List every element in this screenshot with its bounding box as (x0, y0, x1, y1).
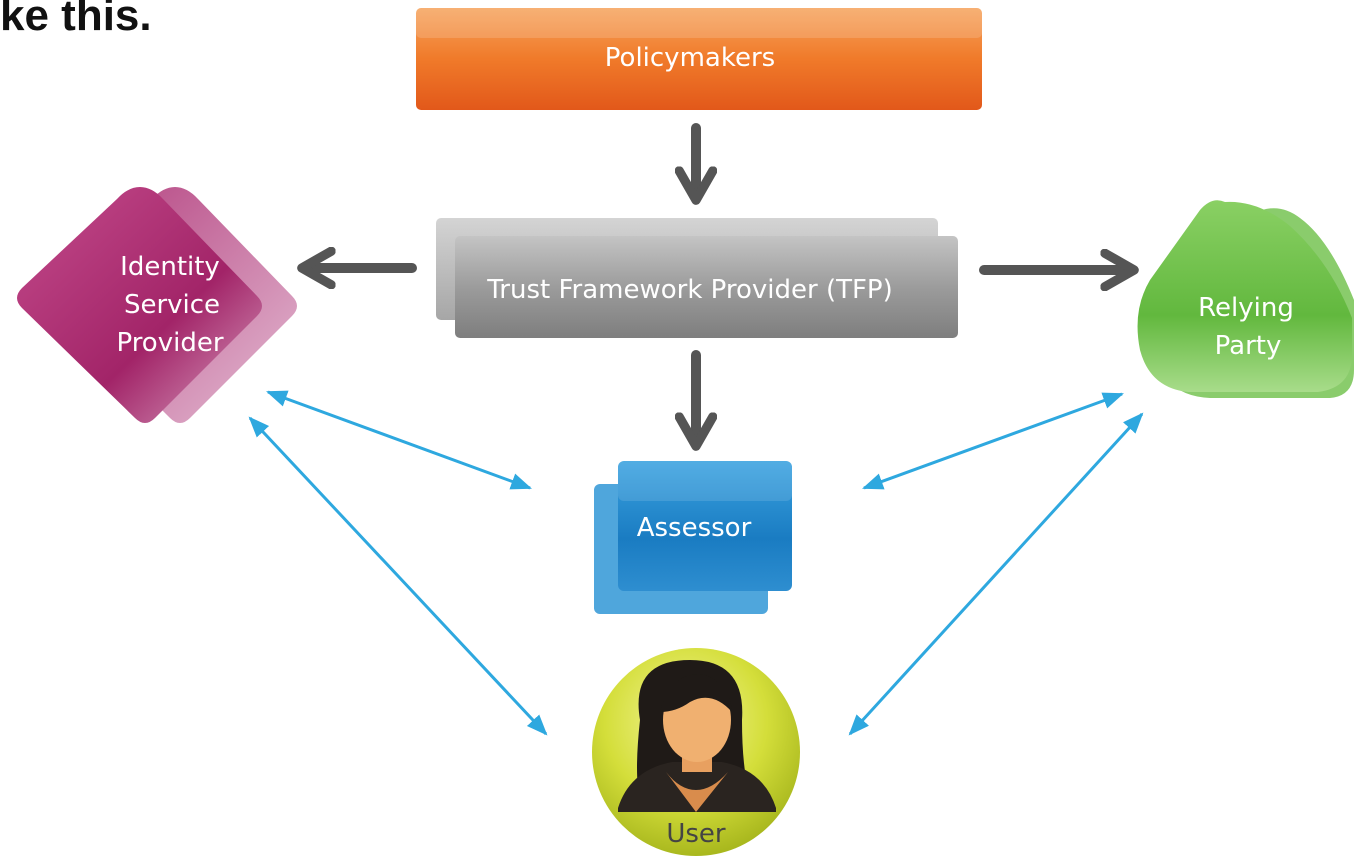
identity-service-provider-shape: Identity Service Provider (17, 187, 297, 423)
user-label: User (666, 819, 726, 849)
tfp-box: Trust Framework Provider (TFP) (436, 218, 958, 338)
identity-provider-line-2: Service (124, 290, 220, 320)
user-avatar-icon (618, 660, 776, 812)
page-heading: ke this. (0, 0, 152, 40)
relying-party-shape: Relying Party (1137, 200, 1354, 398)
arrow-identity-provider-assessor (266, 390, 532, 490)
user-circle: User (592, 648, 800, 856)
policymakers-label: Policymakers (605, 43, 775, 73)
policymakers-box: Policymakers (416, 8, 982, 110)
tfp-label: Trust Framework Provider (TFP) (486, 275, 893, 305)
assessor-label: Assessor (637, 513, 752, 543)
arrow-relying-party-assessor (862, 392, 1124, 490)
arrow-identity-provider-user (248, 416, 548, 736)
assessor-box: Assessor (594, 461, 792, 614)
identity-provider-line-3: Provider (116, 328, 223, 358)
relying-party-line-2: Party (1215, 331, 1282, 361)
identity-provider-line-1: Identity (120, 252, 220, 282)
arrow-relying-party-user (848, 412, 1144, 736)
relying-party-line-1: Relying (1198, 293, 1294, 323)
